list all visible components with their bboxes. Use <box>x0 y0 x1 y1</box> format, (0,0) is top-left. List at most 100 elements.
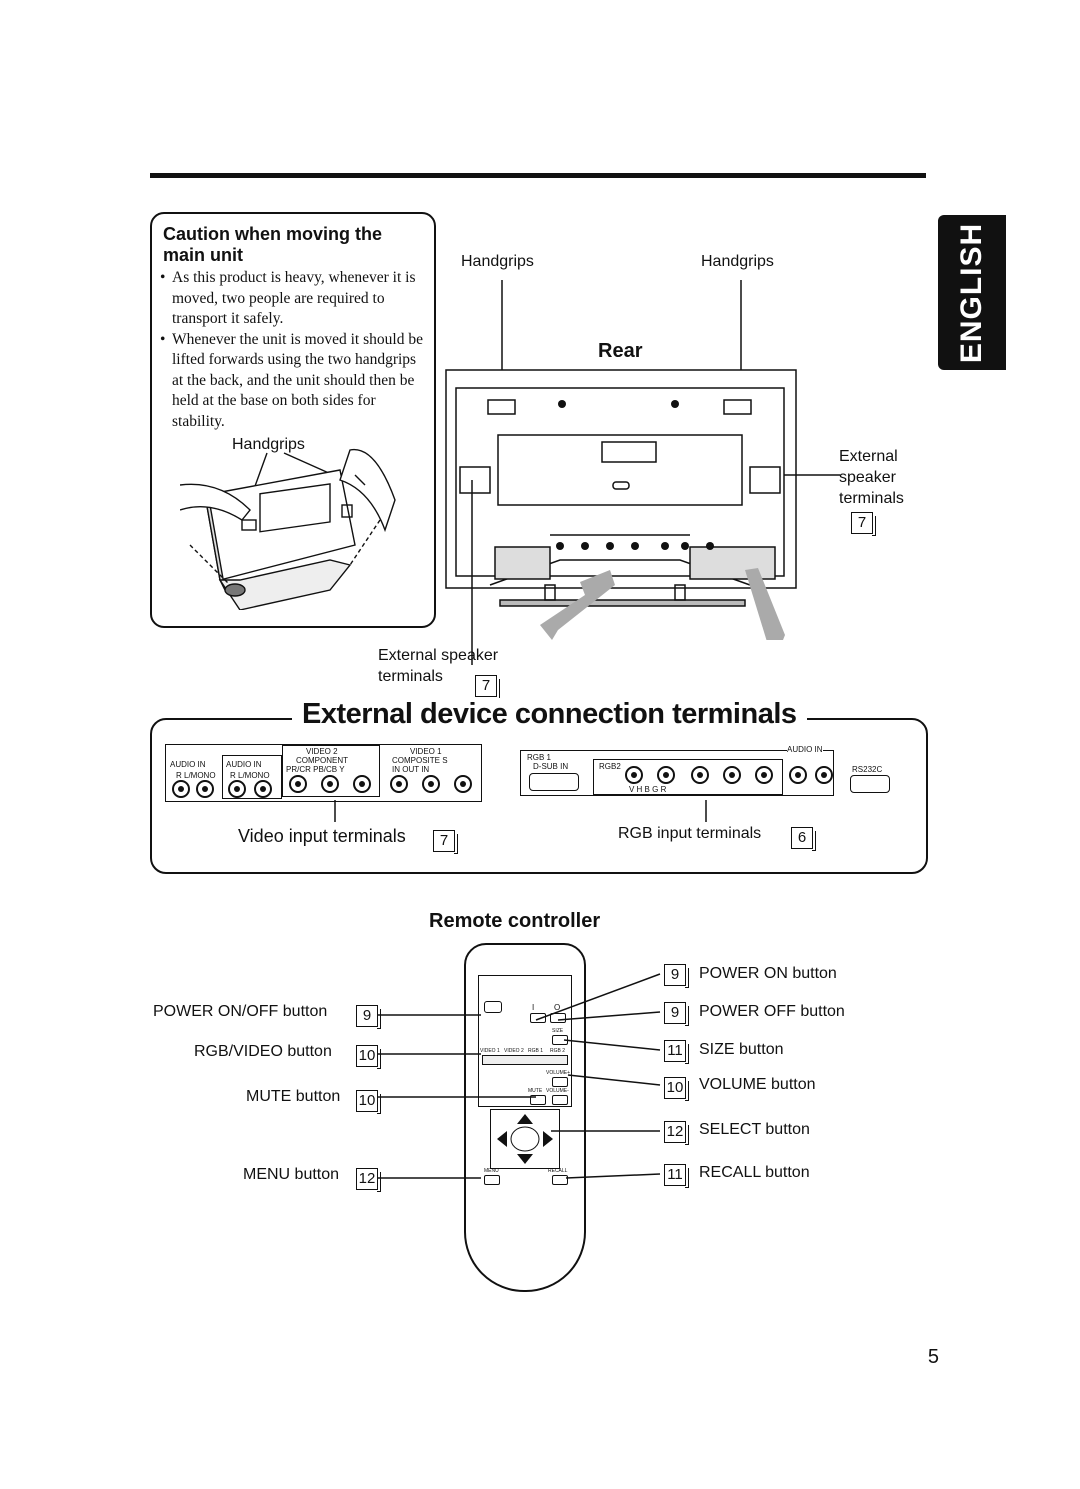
external-terminals-title: External device connection terminals <box>292 698 807 731</box>
ext-speaker-right-line: External <box>839 448 898 465</box>
ext-speaker-bottom-ref: 7 <box>475 675 500 699</box>
video-input-ref: 7 <box>433 830 458 854</box>
composite-out-jack <box>422 775 440 793</box>
ext-speaker-bottom-line: External speaker <box>378 647 499 664</box>
power-off-key <box>550 1013 566 1023</box>
power-off-ref: 9 <box>664 1002 689 1026</box>
component-pb-jack <box>321 775 339 793</box>
rgb-audio-in-l-jack <box>789 766 807 784</box>
caution-bullet: As this product is heavy, whenever it is… <box>160 268 430 330</box>
power-off-key-label: O <box>554 1003 561 1012</box>
component-pr-jack <box>289 775 307 793</box>
caution-list: As this product is heavy, whenever it is… <box>160 268 430 432</box>
rgb1-dsub-connector <box>529 773 579 791</box>
rgb-terminal-leader <box>705 800 707 822</box>
volume-ref: 10 <box>664 1077 689 1101</box>
rgb2-v-jack <box>625 766 643 784</box>
remote-leader-lines <box>376 973 661 1179</box>
rgb2-sub: V H B G R <box>629 785 667 794</box>
rgb2-group <box>593 759 783 795</box>
select-pad <box>490 1109 560 1169</box>
ext-speaker-right-line: speaker <box>839 469 896 486</box>
size-label: SIZE button <box>699 1041 784 1058</box>
composite-sub: IN OUT IN <box>392 765 430 774</box>
size-ref: 11 <box>664 1040 689 1064</box>
dsub-label: D-SUB IN <box>533 762 569 771</box>
audio-in-2-sub: R L/MONO <box>230 771 270 780</box>
recall-key <box>552 1175 568 1185</box>
component-y-jack <box>353 775 371 793</box>
select-label: SELECT button <box>699 1121 810 1138</box>
ext-speaker-right-line: terminals <box>839 490 904 507</box>
composite-in-jack <box>390 775 408 793</box>
rear-title: Rear <box>598 340 643 362</box>
handgrips-right-label: Handgrips <box>701 253 774 270</box>
header-rule <box>150 173 926 178</box>
rgb2-r-jack <box>755 766 773 784</box>
rs232c-connector <box>850 775 890 793</box>
rs232c-label: RS232C <box>852 765 883 774</box>
ext-speaker-right-leader <box>784 474 840 476</box>
caution-handgrips-label: Handgrips <box>232 436 305 453</box>
mute-label: MUTE button <box>246 1088 341 1105</box>
audio-in-1-l-jack <box>196 780 214 798</box>
select-ref: 12 <box>664 1121 689 1145</box>
page-number: 5 <box>927 1346 939 1368</box>
select-arrows-icon <box>497 1114 553 1164</box>
volume-down-key <box>552 1095 568 1105</box>
video1-key-label: VIDEO 1 <box>480 1048 500 1054</box>
ext-speaker-right-ref: 7 <box>851 512 876 536</box>
video2-group <box>282 745 380 797</box>
power-on-ref: 9 <box>664 964 689 988</box>
menu-ref: 12 <box>356 1168 381 1192</box>
rear-panel-illustration <box>445 280 797 640</box>
power-on-off-key <box>484 1001 502 1013</box>
video-input-label: Video input terminals <box>238 826 406 846</box>
ext-speaker-right-label: External speaker terminals <box>839 446 904 509</box>
audio-in-2-l-jack <box>254 780 272 798</box>
menu-key-label: MENU <box>484 1168 499 1174</box>
recall-ref: 11 <box>664 1164 689 1188</box>
volume-up-key <box>552 1077 568 1087</box>
recall-key-label: RECALL <box>548 1168 568 1174</box>
audio-in-1-r-jack <box>172 780 190 798</box>
volume-label: VOLUME button <box>699 1076 816 1093</box>
language-tab-label: ENGLISH <box>955 222 988 363</box>
audio-in-1-sub: R L/MONO <box>176 771 216 780</box>
component-sub: PR/CR PB/CB Y <box>286 765 345 774</box>
ext-speaker-bottom-label: External speaker terminals <box>378 645 498 687</box>
rgb-audio-in-label: AUDIO IN <box>787 745 823 754</box>
rgb2-g-jack <box>723 766 741 784</box>
rgb2-b-jack <box>691 766 709 784</box>
power-on-key-label: I <box>532 1003 535 1012</box>
volume-up-key-label: VOLUME+ <box>546 1070 571 1076</box>
moving-unit-illustration <box>180 448 396 610</box>
size-key-label: SIZE <box>552 1028 564 1034</box>
rgb1-key-label: RGB 1 <box>528 1048 544 1054</box>
video-terminal-leader <box>334 800 336 822</box>
component-label: COMPONENT <box>296 756 348 765</box>
rgb-audio-in-r-jack <box>815 766 833 784</box>
power-on-key <box>530 1013 546 1023</box>
caution-title: Caution when moving the main unit <box>163 224 382 265</box>
rgb-video-ref: 10 <box>356 1045 381 1069</box>
rgb1-label: RGB 1 <box>527 753 552 762</box>
rgb-video-keys <box>482 1055 568 1065</box>
composite-label: COMPOSITE S <box>392 756 448 765</box>
mute-key <box>530 1095 546 1105</box>
video-terminal-panel: AUDIO IN R L/MONO AUDIO IN R L/MONO VIDE… <box>165 744 482 802</box>
caution-bullet: Whenever the unit is moved it should be … <box>160 330 430 433</box>
audio-in-2-group <box>222 755 282 799</box>
menu-key <box>484 1175 500 1185</box>
audio-in-2-r-jack <box>228 780 246 798</box>
remote-body: I O SIZE VIDEO 1 VIDEO 2 RGB 1 RGB 2 VOL… <box>464 943 586 1292</box>
power-on-off-label: POWER ON/OFF button <box>153 1003 328 1020</box>
rgb-terminal-panel: RGB 1 D-SUB IN RGB2 V H B G R AUDIO IN <box>520 745 834 796</box>
video1-label: VIDEO 1 <box>410 747 442 756</box>
video2-key-label: VIDEO 2 <box>504 1048 524 1054</box>
rgb-input-ref: 6 <box>791 827 816 851</box>
rgb-input-label: RGB input terminals <box>618 825 762 842</box>
audio-in-2-label: AUDIO IN <box>226 760 262 769</box>
volume-down-key-label: VOLUME- <box>546 1088 569 1094</box>
power-on-label: POWER ON button <box>699 965 837 982</box>
